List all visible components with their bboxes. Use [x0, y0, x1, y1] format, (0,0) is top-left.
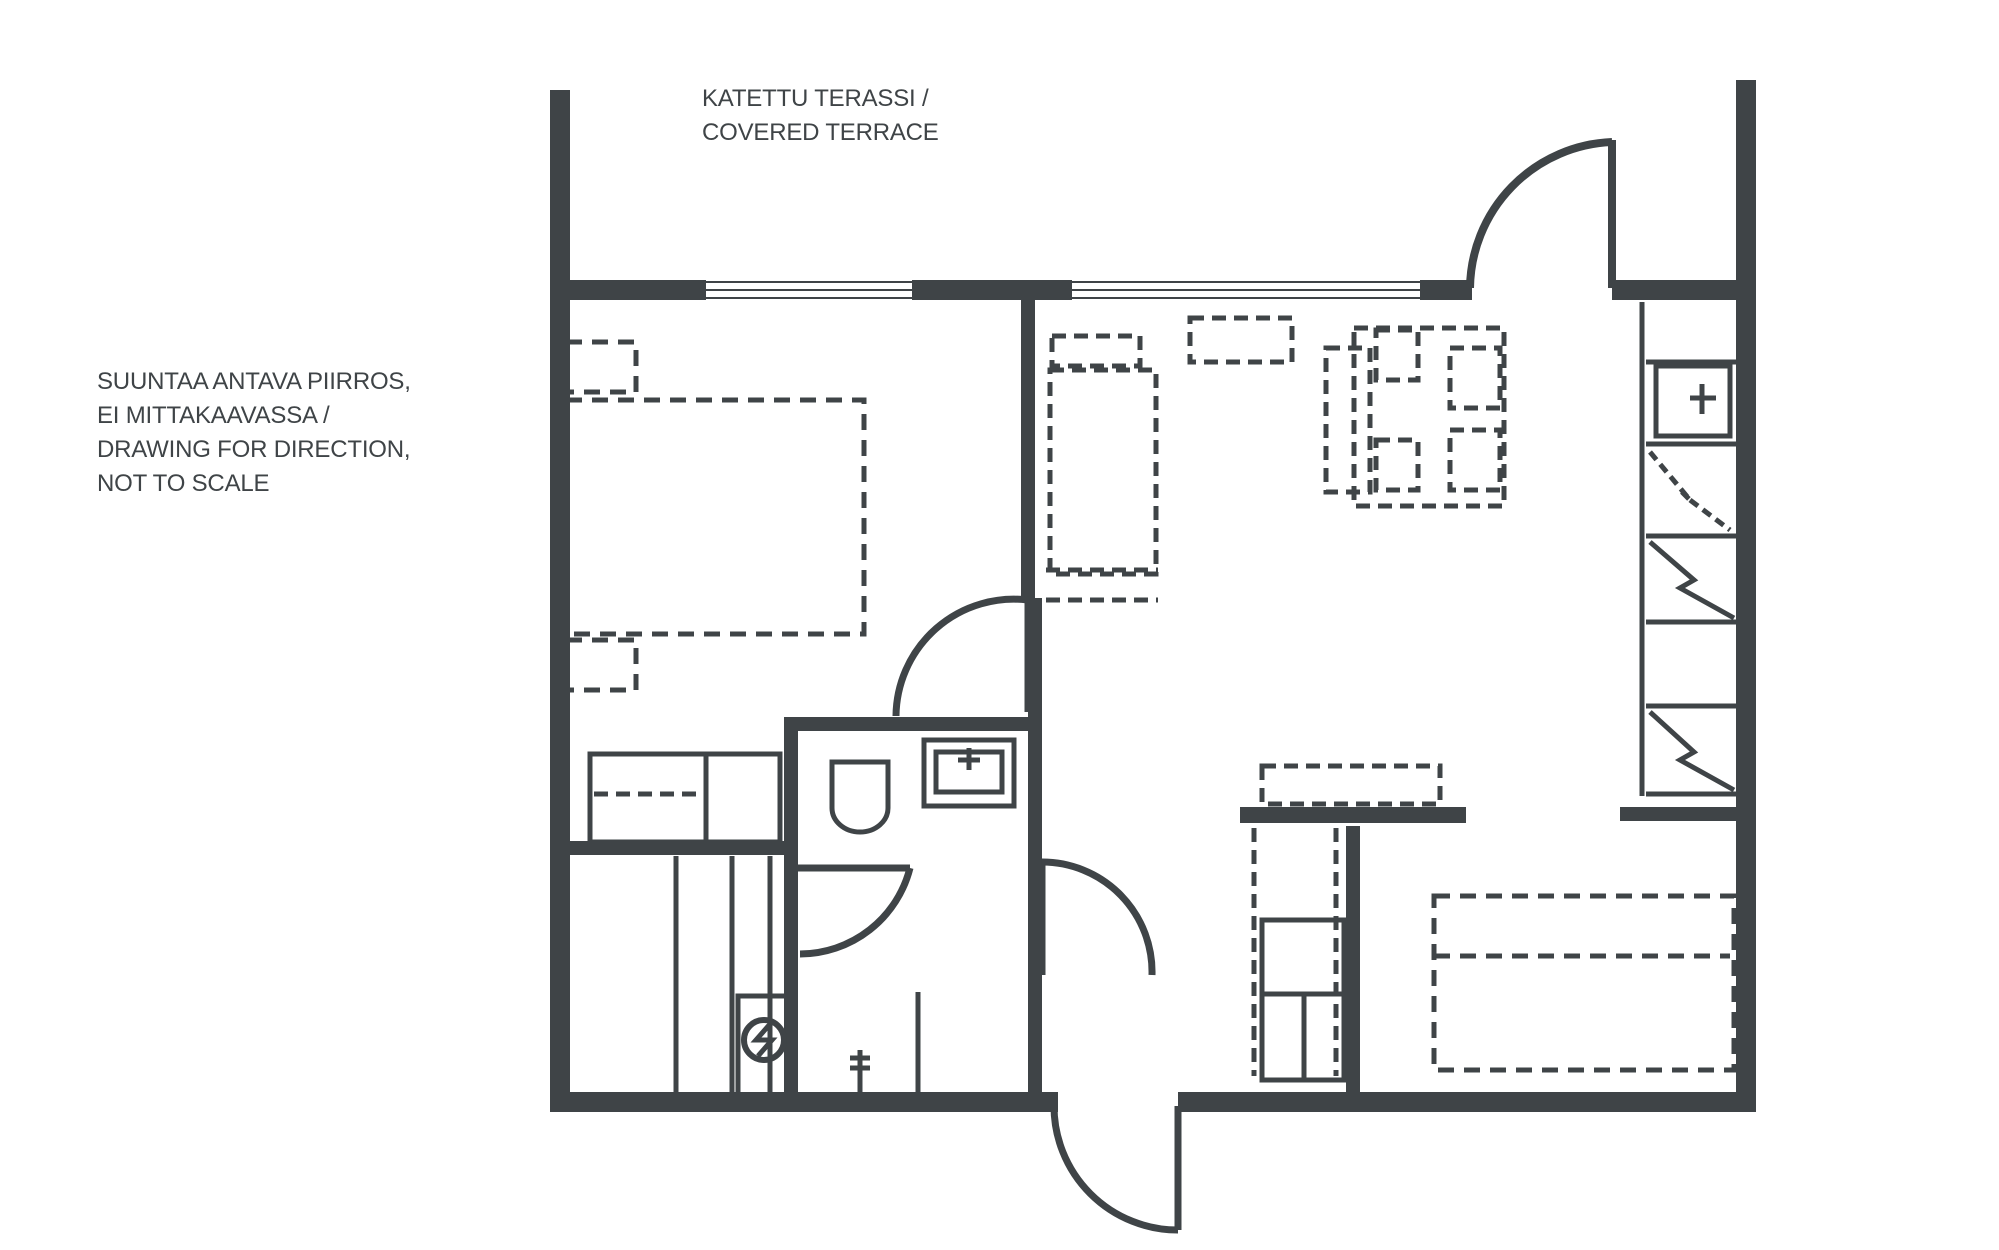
washing-machine-icon [741, 1017, 787, 1063]
terrace-windows [706, 281, 1420, 299]
toilet [829, 759, 891, 835]
kitchen-counter [1639, 302, 1740, 797]
scale-note-line-3: DRAWING FOR DIRECTION, [97, 436, 411, 463]
bedroom-furniture [563, 339, 867, 693]
terrace-label: KATETTU TERASSI / COVERED TERRACE [702, 82, 939, 150]
dining-table [1323, 325, 1507, 509]
outer-walls [550, 80, 1756, 1112]
interior-walls [560, 296, 1740, 1102]
bathroom-sink [921, 737, 1017, 809]
bedroom-door [892, 595, 1032, 717]
terrace-label-line-2: COVERED TERRACE [702, 119, 939, 146]
shelving-unit [1259, 917, 1347, 1083]
terrace-label-line-1: KATETTU TERASSI / [702, 85, 929, 112]
living-bed [1431, 893, 1737, 1073]
scale-note: SUUNTAA ANTAVA PIIRROS, EI MITTAKAAVASSA… [97, 365, 411, 501]
kitchen-sink [1653, 363, 1733, 439]
scale-note-line-1: SUUNTAA ANTAVA PIIRROS, [97, 368, 411, 395]
entrance-door [1050, 1105, 1182, 1234]
hall-door [1038, 858, 1156, 976]
shower-screen [850, 992, 921, 1096]
kitchen-island [1251, 763, 1443, 1076]
scale-note-line-4: NOT TO SCALE [97, 470, 270, 497]
sofa [1046, 315, 1295, 603]
scale-note-line-2: EI MITTAKAAVASSA / [97, 402, 330, 429]
bathroom-door [796, 864, 914, 958]
bedroom-wardrobe [587, 751, 783, 845]
kitchen-appliances [1648, 450, 1736, 793]
terrace-door [1466, 138, 1616, 289]
